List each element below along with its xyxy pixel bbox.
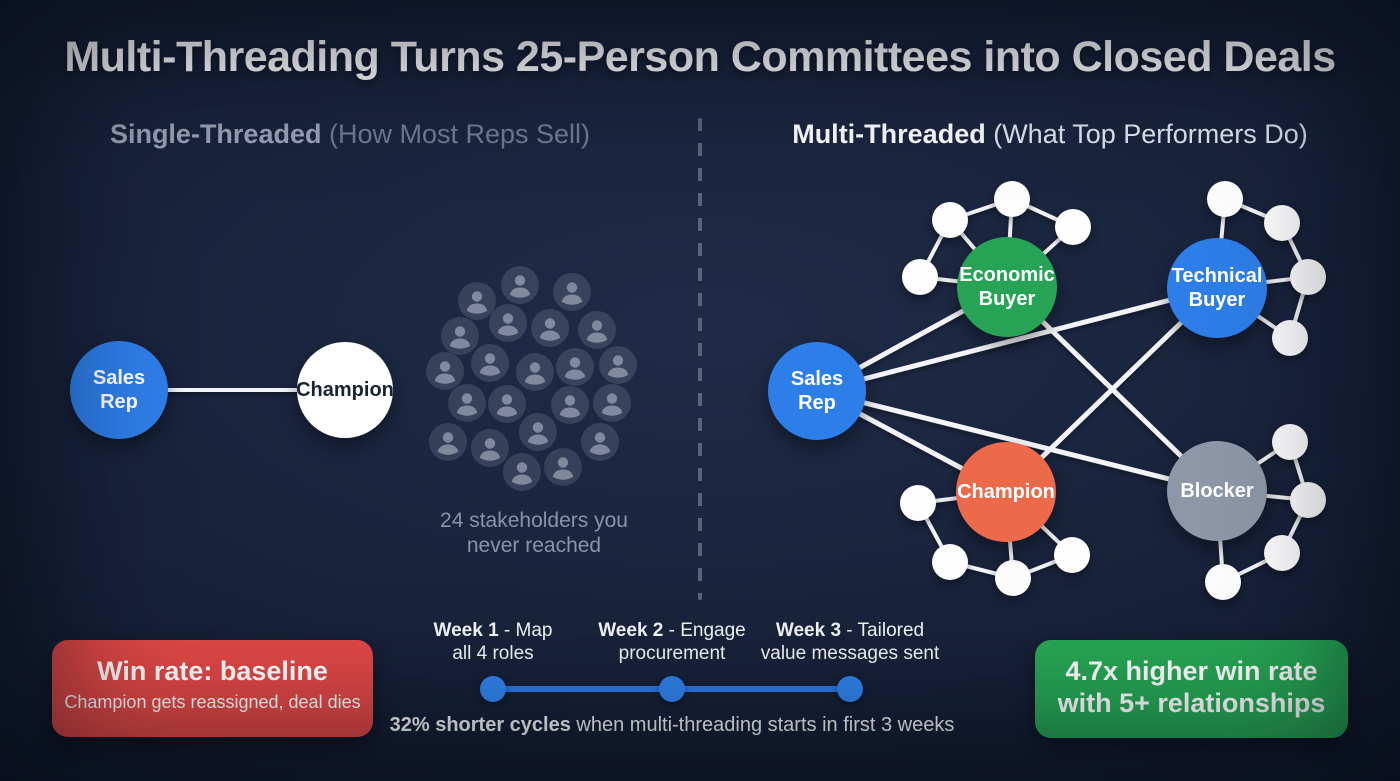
person-icon xyxy=(556,348,594,386)
satellite-contact-node xyxy=(900,485,936,521)
satellite-contact-node xyxy=(1264,535,1300,571)
person-icon xyxy=(531,309,569,347)
network-node-champion-label: Champion xyxy=(957,481,1055,503)
green-card-line1: 4.7x higher win rate xyxy=(1065,656,1318,686)
timeline-week-rest: - Engage xyxy=(663,620,746,641)
timeline-week-line2: value messages sent xyxy=(760,643,940,664)
satellite-contact-node xyxy=(994,181,1030,217)
stakeholder-caption-line1: 24 stakeholders you xyxy=(440,509,628,532)
person-icon xyxy=(516,353,554,391)
person-icon xyxy=(471,344,509,382)
person-icon xyxy=(426,352,464,390)
timeline-week-rest: - Map xyxy=(498,620,553,641)
stakeholder-caption: 24 stakeholders you never reached xyxy=(428,508,640,558)
person-icon xyxy=(593,384,631,422)
person-icon xyxy=(551,386,589,424)
right-heading-bold: Multi-Threaded xyxy=(792,119,986,149)
person-icon xyxy=(599,346,637,384)
green-card-line2: with 5+ relationships xyxy=(1057,688,1326,718)
dashed-divider xyxy=(698,118,702,600)
left-node-sales-rep-label: Sales xyxy=(92,367,146,389)
satellite-contact-node xyxy=(995,560,1031,596)
network-node-sales-rep-label: Rep xyxy=(798,392,836,414)
right-panel-heading: Multi-Threaded (What Top Performers Do) xyxy=(700,119,1400,150)
left-node-champion: Champion xyxy=(296,342,394,438)
network-node-economic-buyer-label: Buyer xyxy=(978,288,1036,310)
person-icon xyxy=(519,413,557,451)
timeline-week-line2: procurement xyxy=(618,643,726,664)
winning-outcome-card: 4.7x higher win rate with 5+ relationshi… xyxy=(1035,640,1348,738)
person-icon xyxy=(489,304,527,342)
network-node-technical-buyer-label: Technical xyxy=(1171,265,1263,287)
left-node-sales-rep-label: Rep xyxy=(100,391,138,413)
network-node-champion: Champion xyxy=(956,442,1056,542)
satellite-contact-node xyxy=(1290,259,1326,295)
stakeholder-caption-line2: never reached xyxy=(466,534,602,557)
satellite-contact-node xyxy=(1205,564,1241,600)
person-icon xyxy=(581,423,619,461)
timeline-week-rest: - Tailored xyxy=(841,620,925,641)
left-panel-heading: Single-Threaded (How Most Reps Sell) xyxy=(0,119,700,150)
network-node-technical-buyer-label: Buyer xyxy=(1188,289,1246,311)
person-icon xyxy=(503,453,541,491)
network-node-sales-rep-label: Sales xyxy=(790,368,844,390)
network-edge-line xyxy=(814,285,1220,394)
timeline-week-bold: Week 2 xyxy=(598,620,664,641)
left-node-champion-label: Champion xyxy=(296,379,394,401)
timeline-caption: 32% shorter cycles when multi-threading … xyxy=(352,714,992,737)
person-icon xyxy=(553,273,591,311)
timeline-week-bold: Week 1 xyxy=(433,620,499,641)
timeline-dot xyxy=(837,676,863,702)
satellite-contact-node xyxy=(1054,537,1090,573)
satellite-contact-node xyxy=(902,259,938,295)
left-heading-subtext: (How Most Reps Sell) xyxy=(321,119,591,149)
network-edge-line xyxy=(814,388,1220,494)
person-icon xyxy=(471,429,509,467)
person-icon xyxy=(501,266,539,304)
person-icon xyxy=(578,311,616,349)
person-icon xyxy=(488,385,526,423)
person-icon xyxy=(441,317,479,355)
right-heading-subtext: (What Top Performers Do) xyxy=(985,119,1308,149)
timeline-week-line2: all 4 roles xyxy=(452,643,534,664)
network-node-economic-buyer-label: Economic xyxy=(959,264,1055,286)
satellite-contact-node xyxy=(1055,209,1091,245)
timeline-dot xyxy=(480,676,506,702)
losing-outcome-card: Win rate: baseline Champion gets reassig… xyxy=(52,640,373,737)
person-icon xyxy=(458,282,496,320)
red-card-title: Win rate: baseline xyxy=(97,656,328,686)
satellite-contact-node xyxy=(932,202,968,238)
left-heading-bold: Single-Threaded xyxy=(109,119,322,149)
network-node-blocker: Blocker xyxy=(1167,441,1267,541)
person-icon xyxy=(429,423,467,461)
satellite-contact-node xyxy=(1272,424,1308,460)
network-node-blocker-label: Blocker xyxy=(1180,480,1254,502)
satellite-contact-node xyxy=(1272,320,1308,356)
timeline-caption-bold: 32% shorter cycles xyxy=(389,714,571,736)
satellite-contact-node xyxy=(1290,482,1326,518)
timeline-dot xyxy=(659,676,685,702)
person-icon xyxy=(544,448,582,486)
satellite-contact-node xyxy=(1207,181,1243,217)
red-card-subtitle: Champion gets reassigned, deal dies xyxy=(64,692,361,712)
satellite-contact-node xyxy=(932,544,968,580)
timeline-caption-rest: when multi-threading starts in first 3 w… xyxy=(570,714,955,736)
satellite-contact-node xyxy=(1264,205,1300,241)
person-icon xyxy=(448,384,486,422)
timeline-week-bold: Week 3 xyxy=(775,620,842,641)
main-title: Multi-Threading Turns 25-Person Committe… xyxy=(64,33,1336,81)
